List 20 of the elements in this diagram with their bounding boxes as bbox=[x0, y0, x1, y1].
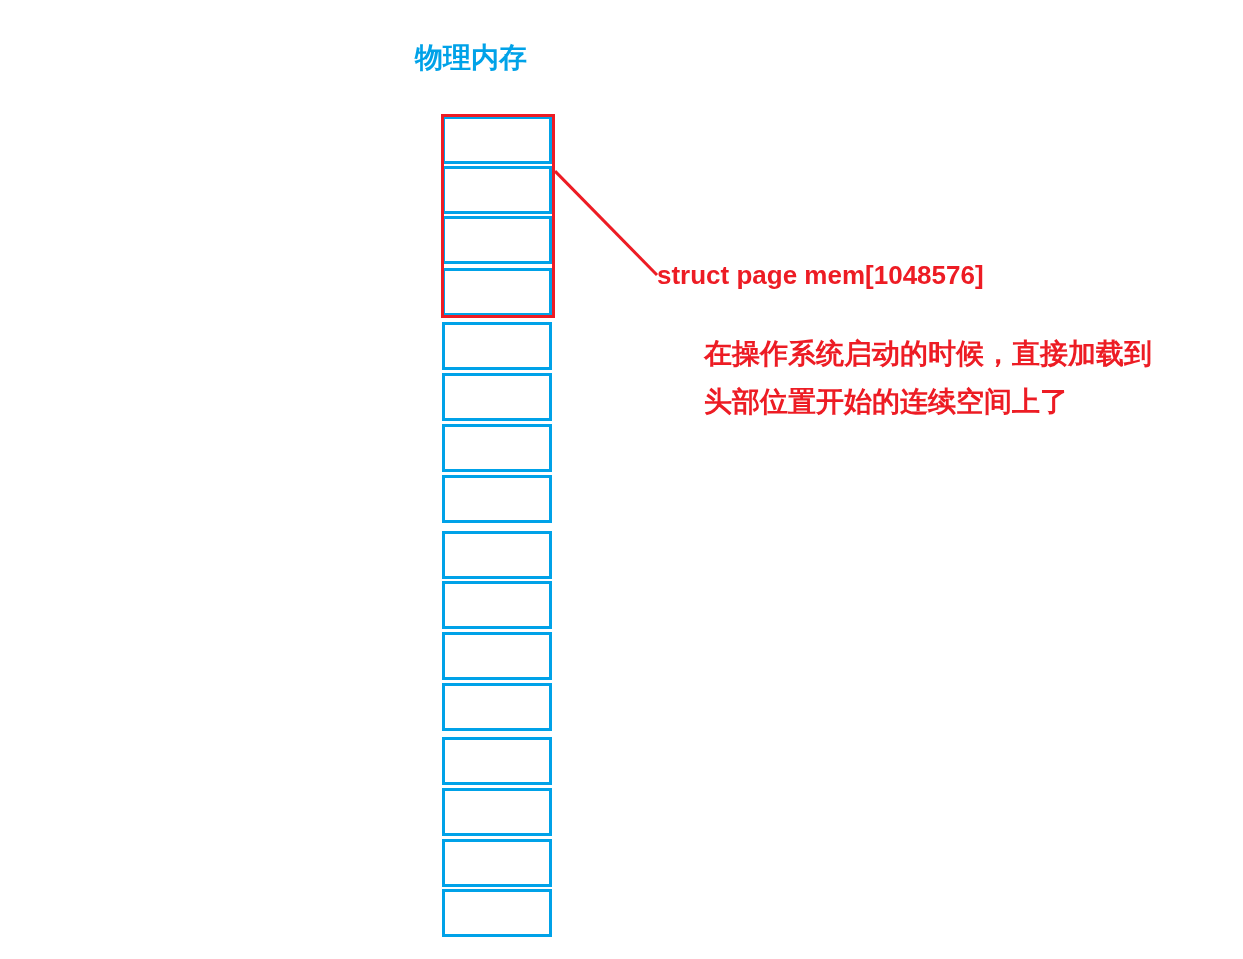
memory-page-box bbox=[442, 322, 552, 370]
memory-page-box bbox=[442, 268, 552, 316]
memory-page-box bbox=[442, 683, 552, 731]
annotation-text: 在操作系统启动的时候，直接加载到头部位置开始的连续空间上了 bbox=[704, 336, 1153, 420]
memory-page-box bbox=[442, 839, 552, 887]
memory-page-box bbox=[442, 475, 552, 523]
code-label: struct page mem[1048576] bbox=[657, 258, 984, 292]
memory-page-box bbox=[442, 424, 552, 472]
memory-page-box bbox=[442, 373, 552, 421]
memory-page-box bbox=[442, 581, 552, 629]
memory-page-box bbox=[442, 632, 552, 680]
memory-page-box bbox=[442, 216, 552, 264]
memory-page-box bbox=[442, 889, 552, 937]
memory-page-box bbox=[442, 116, 552, 164]
memory-page-box bbox=[442, 737, 552, 785]
diagram-title: 物理内存 bbox=[415, 40, 527, 76]
memory-page-box bbox=[442, 531, 552, 579]
memory-page-box bbox=[442, 166, 552, 214]
leader-line bbox=[553, 170, 659, 277]
memory-page-box bbox=[442, 788, 552, 836]
